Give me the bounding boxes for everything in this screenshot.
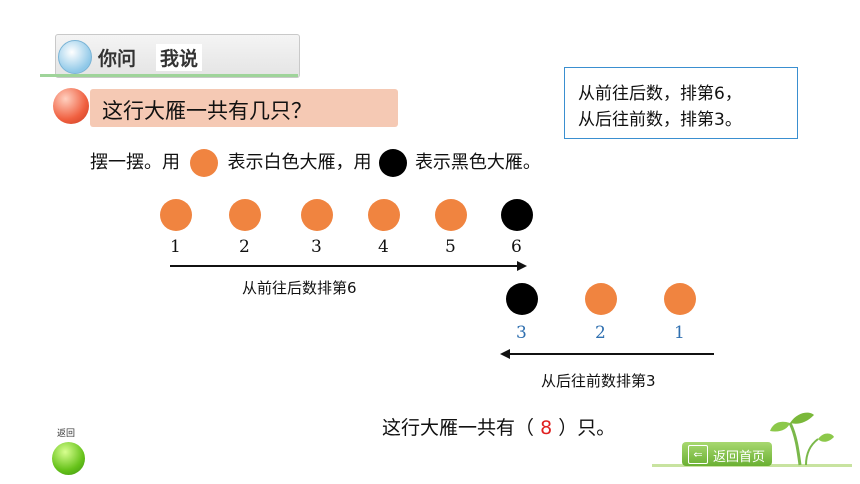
goose-number: 6 xyxy=(511,237,522,257)
answer-box xyxy=(564,67,798,139)
home-button[interactable] xyxy=(682,442,772,466)
arrow-label-forward: 从前往后数排第6 xyxy=(242,279,357,297)
header-tab-ask: 你问 xyxy=(98,48,137,70)
answer-line-2: 从后往前数，排第3。 xyxy=(578,110,742,130)
instruction-part-2: 表示白色大雁，用 xyxy=(227,152,372,173)
instruction-part-3: 表示黑色大雁。 xyxy=(414,152,541,173)
arrow-label-backward: 从后往前数排第3 xyxy=(541,372,656,390)
white-goose xyxy=(664,283,696,315)
back-label: 返回 xyxy=(57,429,76,439)
black-goose xyxy=(506,283,538,315)
goose-number: 1 xyxy=(170,237,181,257)
white-goose xyxy=(368,199,400,231)
back-arrow-icon: ⇐ xyxy=(688,445,708,464)
question-text: 这行大雁一共有几只？ xyxy=(102,99,312,123)
header-tab-say: 我说 xyxy=(156,44,203,71)
instruction-part-1: 摆一摆。用 xyxy=(90,152,180,173)
goose-number: 2 xyxy=(595,323,606,343)
instruction: 摆一摆。用 表示白色大雁，用 表示黑色大雁。 xyxy=(90,148,541,177)
white-goose xyxy=(160,199,192,231)
goose-number: 5 xyxy=(445,237,456,257)
goose-number: 2 xyxy=(239,237,250,257)
arrow-backward-head xyxy=(500,349,510,359)
sprout-icon xyxy=(770,412,834,466)
white-goose xyxy=(435,199,467,231)
reading-kid-icon xyxy=(58,40,92,74)
total-suffix: ）只。 xyxy=(558,417,616,439)
black-goose-symbol xyxy=(379,149,408,177)
total-prefix: 这行大雁一共有（ xyxy=(382,417,535,439)
goose-number: 1 xyxy=(674,323,685,343)
question-bar xyxy=(90,89,398,127)
white-goose-symbol xyxy=(189,149,218,177)
header-underline xyxy=(40,74,298,77)
white-goose xyxy=(585,283,617,315)
white-goose xyxy=(301,199,333,231)
black-goose xyxy=(501,199,533,231)
goose-number: 4 xyxy=(378,237,389,257)
goose-number: 3 xyxy=(311,237,322,257)
total-sentence: 这行大雁一共有（ 8 ）只。 xyxy=(382,413,615,440)
total-value: 8 xyxy=(540,417,553,439)
red-ball-icon xyxy=(53,88,89,124)
back-button[interactable] xyxy=(52,442,85,475)
home-button-label[interactable]: 返回首页 xyxy=(713,450,766,465)
goose-number: 3 xyxy=(516,323,527,343)
white-goose xyxy=(229,199,261,231)
answer-line-1: 从前往后数，排第6， xyxy=(578,84,742,104)
arrow-forward-head xyxy=(517,261,527,271)
